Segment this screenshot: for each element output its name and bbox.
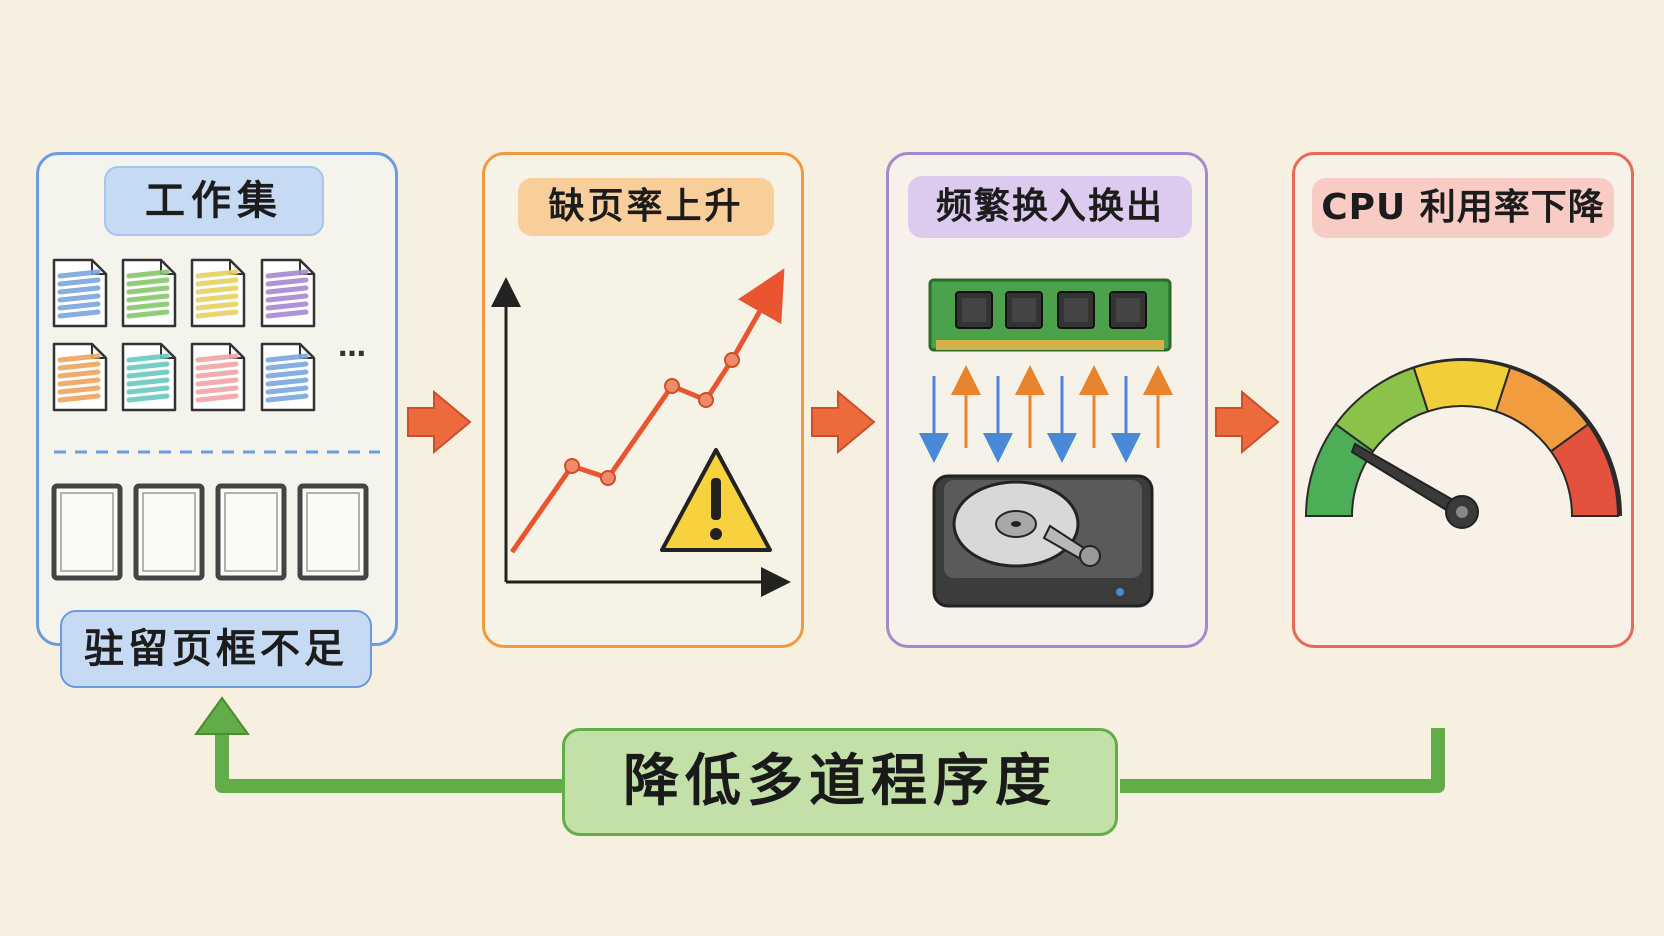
memory-chip: [1057, 291, 1095, 329]
document-page-icon: [52, 258, 108, 328]
reduce-multiprogramming-label: 降低多道程序度: [562, 728, 1118, 836]
data-point: [698, 392, 714, 408]
page-frame: [297, 483, 369, 581]
right-arrow-icon: [811, 389, 876, 455]
page-frames: [51, 483, 369, 581]
memory-chip: [1005, 291, 1043, 329]
swapping-title: 频繁换入换出: [908, 176, 1192, 238]
memory-chip: [1109, 291, 1147, 329]
more-pages-ellipsis: …: [338, 330, 368, 363]
document-page-icon: [260, 258, 316, 328]
data-point: [724, 352, 740, 368]
document-page-icon: [121, 258, 177, 328]
warning-icon: [660, 448, 772, 552]
document-page-icon: [52, 342, 108, 412]
working-set-title: 工作集: [104, 166, 324, 236]
rising-fault-chart: [491, 268, 791, 597]
page-frame: [133, 483, 205, 581]
document-page-icon: [121, 342, 177, 412]
gauge-needle: [1350, 442, 1462, 518]
memory-chip: [955, 291, 993, 329]
document-page-icon: [190, 342, 246, 412]
page-fault-rate-title: 缺页率上升: [518, 178, 774, 236]
page-frame: [215, 483, 287, 581]
speedometer-gauge-icon: [1304, 358, 1622, 529]
insufficient-frames-label: 驻留页框不足: [60, 610, 372, 688]
right-arrow-icon: [1215, 389, 1280, 455]
feedback-loop-arrow: [194, 696, 1445, 793]
page-icons: [52, 258, 316, 412]
swap-arrows: [919, 365, 1173, 463]
ram-module-icon: [928, 278, 1172, 352]
document-page-icon: [190, 258, 246, 328]
data-point: [564, 458, 580, 474]
data-point: [664, 378, 680, 394]
document-page-icon: [260, 342, 316, 412]
cpu-utilization-title: CPU 利用率下降: [1312, 178, 1614, 238]
page-frame: [51, 483, 123, 581]
hard-disk-icon: [932, 474, 1154, 608]
data-point: [600, 470, 616, 486]
right-arrow-icon: [407, 389, 472, 455]
